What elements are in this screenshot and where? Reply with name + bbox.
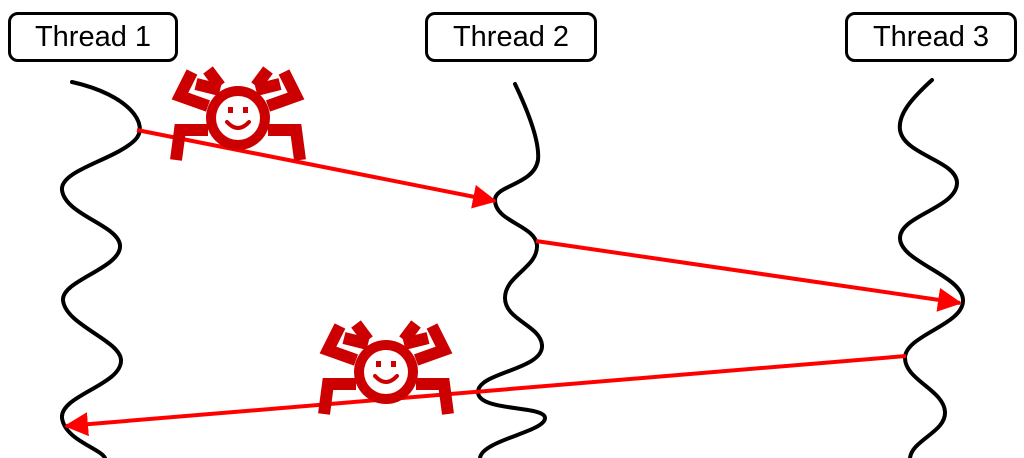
spider-icon (176, 70, 300, 160)
thread-1-label: Thread 1 (8, 12, 178, 62)
thread-1-line (60, 80, 142, 458)
thread-3-line (897, 78, 966, 458)
message-arrow-t1-to-t2 (136, 128, 497, 209)
thread-3-label: Thread 3 (845, 12, 1017, 62)
thread-2-label: Thread 2 (425, 12, 597, 62)
thread-2-line (475, 82, 548, 458)
message-arrow-t3-to-t1 (64, 354, 907, 437)
message-arrow-t2-to-t3 (535, 239, 962, 312)
spider-icon (324, 324, 448, 414)
